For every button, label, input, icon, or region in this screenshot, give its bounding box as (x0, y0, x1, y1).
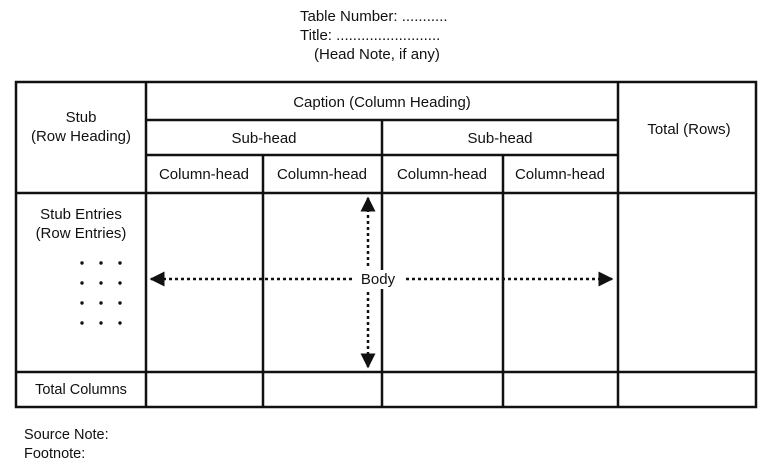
source-note: Source Note: (24, 427, 109, 443)
stub-label: Stub (66, 109, 97, 126)
stub-row-heading-label: (Row Heading) (31, 128, 131, 145)
column-head-label-3: Column-head (397, 166, 487, 183)
row-entries-dot-grid (80, 261, 122, 325)
body-label-backdrop (355, 270, 399, 289)
stub-row-entries-label: (Row Entries) (36, 225, 127, 242)
title-line: Title: ......................... (300, 27, 441, 44)
total-rows-label: Total (Rows) (647, 121, 730, 138)
table-outer-border (14, 80, 758, 409)
stub-entries-label: Stub Entries (40, 206, 122, 223)
head-note-line: (Head Note, if any) (314, 46, 440, 63)
subhead-label-1: Sub-head (231, 130, 296, 147)
table-number-line: Table Number: ........... (300, 8, 448, 25)
total-columns-label: Total Columns (35, 382, 127, 398)
column-head-label-4: Column-head (515, 166, 605, 183)
body-label: Body (361, 271, 396, 288)
column-head-label-2: Column-head (277, 166, 367, 183)
caption-label: Caption (Column Heading) (293, 94, 471, 111)
column-head-label-1: Column-head (159, 166, 249, 183)
subhead-label-2: Sub-head (467, 130, 532, 147)
footnote: Footnote: (24, 446, 86, 462)
